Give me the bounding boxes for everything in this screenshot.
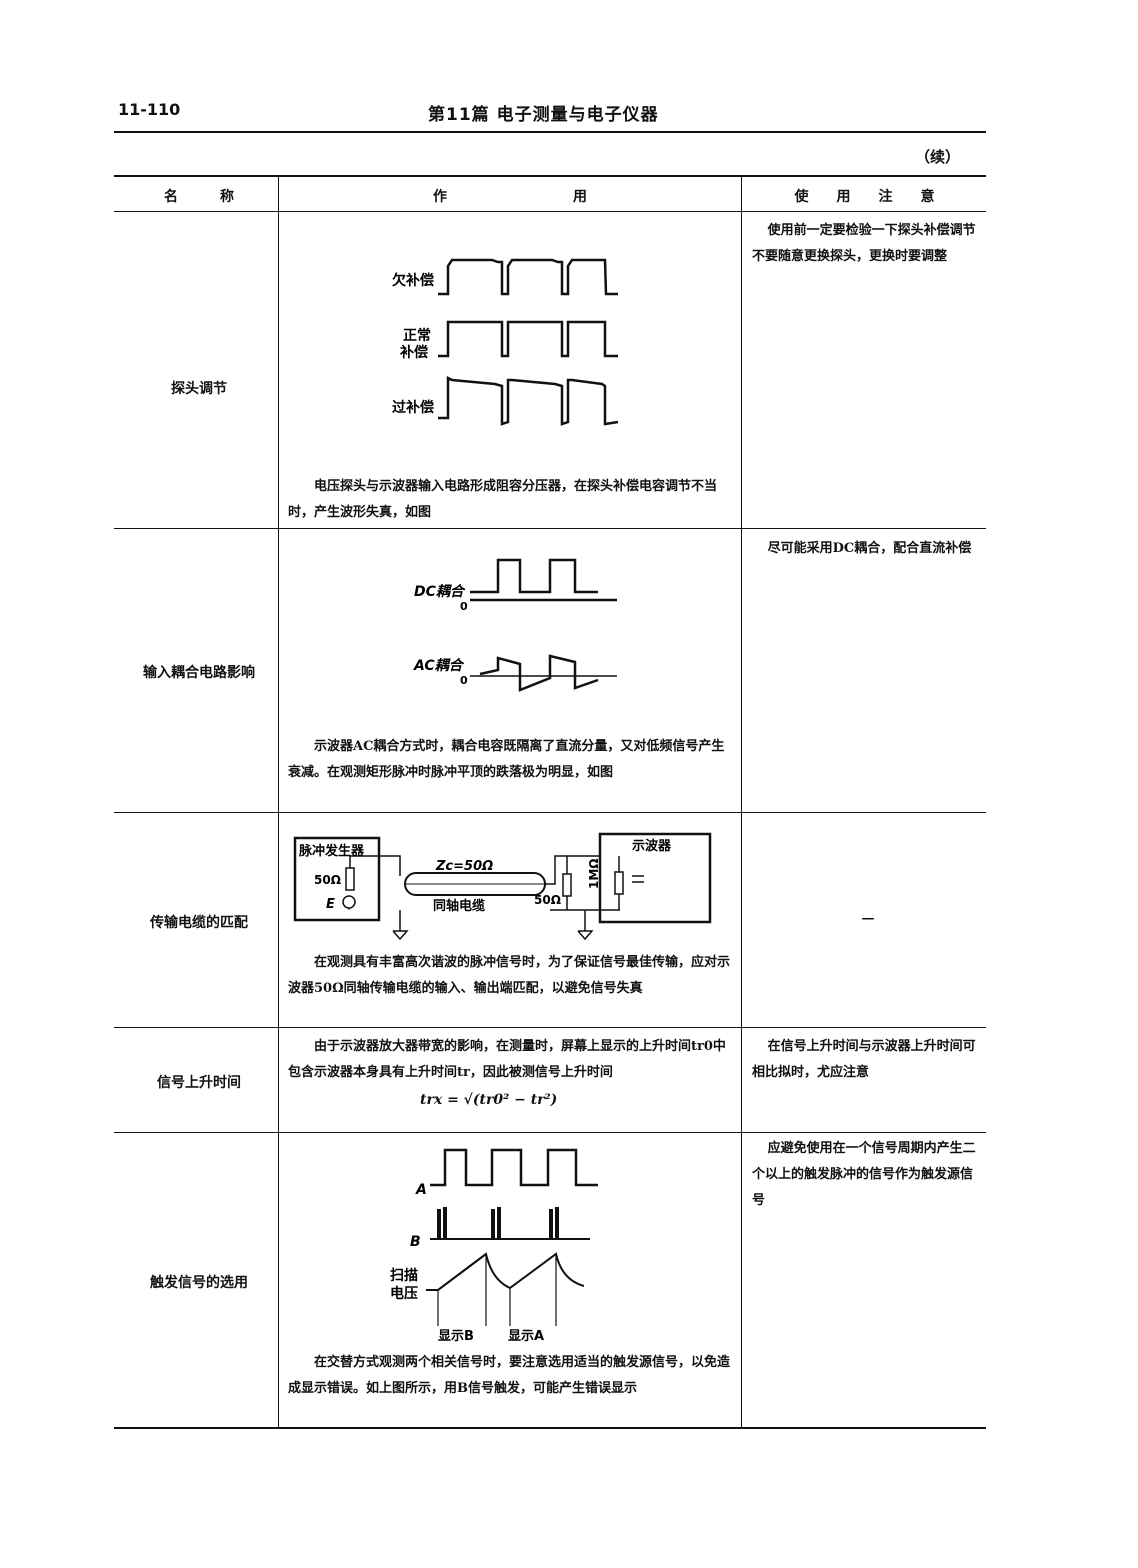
row-name: 触发信号的选用 — [150, 1275, 248, 1291]
column-header-function: 作 用 — [433, 189, 587, 205]
label-signal-a: A — [415, 1182, 427, 1198]
row-description: 在观测具有丰富高次谐波的脉冲信号时，为了保证信号最佳传输，应对示波器50Ω同轴传… — [288, 955, 731, 996]
under-compensated-wave — [438, 258, 618, 296]
row-note: 使用前一定要检验一下探头补偿调节 不要随意更换探头，更换时要调整 — [752, 223, 976, 264]
label-display-b: 显示B — [438, 1329, 474, 1344]
column-header-notes: 使 用 注 意 — [794, 189, 935, 205]
label-voltage: 电压 — [390, 1285, 418, 1302]
trigger-figure: A B 扫描 电压 显示B 显示A — [390, 1148, 598, 1344]
input-resistor — [614, 871, 624, 895]
label-zero-ac: 0 — [460, 674, 468, 687]
row-divider — [114, 1132, 986, 1133]
row-description: 电压探头与示波器输入电路形成阻容分压器，在探头补偿电容调节不当时，产生波形失真，… — [288, 479, 718, 520]
row-note: 应避免使用在一个信号周期内产生二个以上的触发脉冲的信号作为触发源信号 — [752, 1141, 976, 1208]
row-divider — [114, 1027, 986, 1028]
label-display-a: 显示A — [508, 1329, 544, 1344]
page-number: 11-110 — [118, 100, 181, 119]
row-note: — — [861, 911, 875, 926]
label-terminator: 50Ω — [534, 893, 561, 907]
normal-wave — [438, 320, 618, 358]
ac-coupled-wave — [479, 654, 599, 692]
label-input-resistance: 1MΩ — [587, 859, 601, 890]
row-note: 尽可能采用DC耦合，配合直流补偿 — [767, 541, 972, 556]
signal-b-pulses — [430, 1207, 590, 1240]
cable-matching-figure: 脉冲发生器 50Ω E Zc=50Ω 同轴电缆 50Ω 示波器 1MΩ — [293, 832, 712, 941]
row-note: 在信号上升时间与示波器上升时间可相比拟时，尤应注意 — [752, 1039, 976, 1080]
signal-a-wave — [430, 1148, 598, 1187]
label-coax-cable: 同轴电缆 — [433, 898, 485, 914]
rise-time-formula: trx = √(tr0² − tr²) — [420, 1092, 558, 1108]
row-name: 探头调节 — [171, 381, 227, 397]
row-description: 由于示波器放大器带宽的影响，在测量时，屏幕上显示的上升时间tr0中包含示波器本身… — [288, 1039, 726, 1080]
label-impedance: Zc=50Ω — [435, 859, 493, 874]
row-description: 在交替方式观测两个相关信号时，要注意选用适当的触发源信号，以免造成显示错误。如上… — [288, 1355, 731, 1396]
label-under-compensated: 欠补偿 — [392, 272, 434, 289]
coupling-figure: DC耦合 0 AC耦合 0 — [413, 558, 617, 692]
column-divider — [741, 177, 742, 1427]
label-normal: 正常 — [403, 327, 431, 344]
row-description: 示波器AC耦合方式时，耦合电容既隔离了直流分量，又对低频信号产生衰减。在观测矩形… — [288, 739, 725, 780]
label-source-e: E — [326, 897, 335, 912]
row-name: 输入耦合电路影响 — [143, 665, 255, 681]
label-dc-coupling: DC耦合 — [414, 583, 466, 600]
table-top-rule — [114, 175, 986, 177]
cable-out-wire — [545, 855, 600, 885]
dc-coupled-wave — [470, 558, 598, 594]
label-compensated: 补偿 — [399, 344, 428, 361]
source-resistor — [345, 867, 355, 891]
continued-label: （续） — [915, 148, 961, 166]
label-signal-b: B — [410, 1234, 421, 1250]
row-name: 传输电缆的匹配 — [150, 915, 248, 931]
pulse-generator-box — [293, 836, 381, 922]
row-divider — [114, 812, 986, 813]
label-zero-dc: 0 — [460, 600, 468, 613]
label-source-resistance: 50Ω — [314, 873, 341, 887]
table-head-rule — [114, 211, 986, 212]
header-rule — [114, 131, 986, 133]
column-header-name: 名 称 — [164, 189, 234, 205]
chapter-title: 第11篇 电子测量与电子仪器 — [428, 105, 659, 125]
ground-symbol-left — [392, 930, 409, 941]
label-over-compensated: 过补偿 — [392, 399, 434, 416]
label-sweep: 扫描 — [390, 1267, 418, 1284]
label-ac-coupling: AC耦合 — [413, 657, 465, 674]
terminator-resistor — [562, 873, 572, 897]
table-bottom-rule — [114, 1427, 986, 1429]
column-divider — [278, 177, 279, 1427]
ground-symbol-right — [577, 930, 594, 941]
label-oscilloscope: 示波器 — [632, 838, 672, 854]
over-compensated-wave — [438, 375, 619, 426]
source-wire — [349, 855, 401, 876]
source-symbol — [342, 895, 356, 909]
oscilloscope-box — [598, 832, 712, 924]
row-name: 信号上升时间 — [157, 1075, 241, 1091]
probe-compensation-figure: 欠补偿 正常 补偿 过补偿 — [392, 258, 619, 426]
row-divider — [114, 528, 986, 529]
label-pulse-generator: 脉冲发生器 — [298, 843, 365, 859]
sweep-voltage-wave — [437, 1252, 585, 1291]
